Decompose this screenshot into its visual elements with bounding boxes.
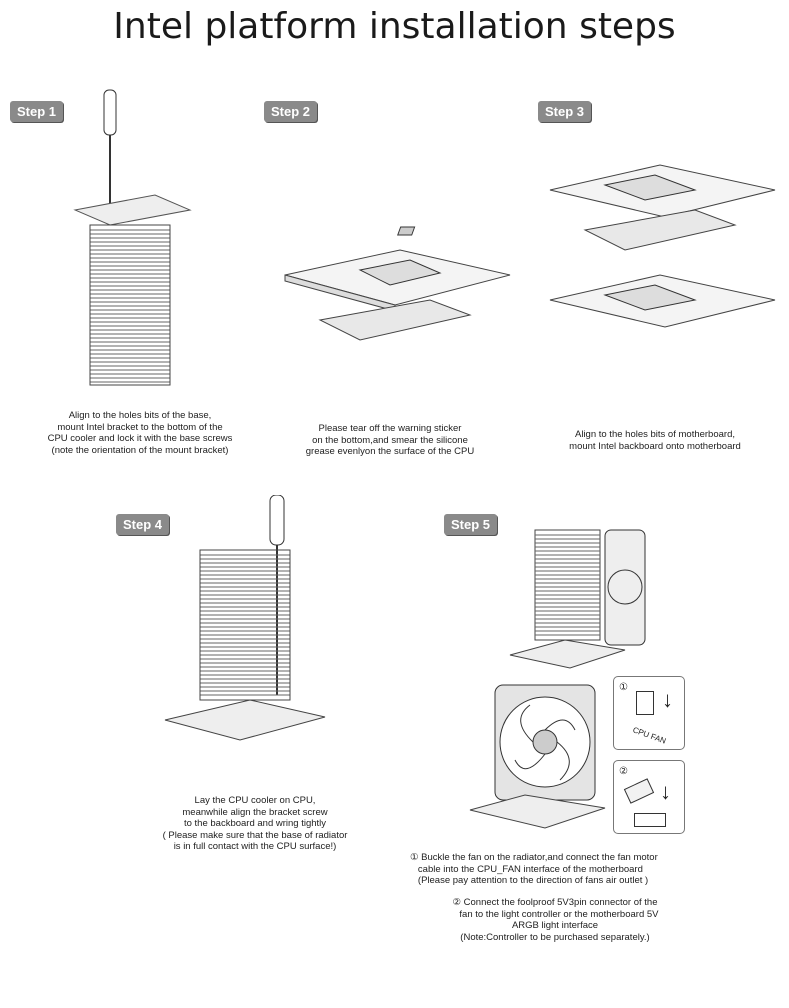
step-5-illustration-bottom	[469, 684, 606, 829]
step-3-caption: Align to the holes bits of motherboard, …	[569, 429, 741, 452]
step-4-illustration	[164, 495, 326, 741]
step-2-badge: Step 2	[264, 101, 318, 122]
down-arrow-icon: ↓	[662, 687, 673, 712]
step-1-illustration	[73, 89, 192, 386]
step-3-badge: Step 3	[538, 101, 592, 122]
step-1-caption: Align to the holes bits of the base, mou…	[47, 410, 233, 456]
cpu-fan-label: CPU FAN	[631, 725, 668, 746]
step-5-illustration-top	[509, 529, 646, 669]
inset-1-number: ①	[619, 682, 628, 693]
pin-header-icon	[634, 813, 666, 827]
connector-icon	[636, 691, 654, 715]
step-5-caption-1: ① Buckle the fan on the radiator,and con…	[410, 852, 658, 886]
step-1-badge: Step 1	[10, 101, 64, 122]
page-title: Intel platform installation steps	[113, 6, 676, 47]
step-4-badge: Step 4	[116, 514, 170, 535]
inset-2-number: ②	[619, 766, 628, 777]
cpu-fan-connector-inset: ① ↓ CPU FAN	[613, 676, 685, 750]
step-5-badge: Step 5	[444, 514, 498, 535]
argb-connector-inset: ② ↓	[613, 760, 685, 834]
argb-connector-icon	[623, 778, 655, 804]
step-3-illustration	[549, 164, 776, 328]
step-4-caption: Lay the CPU cooler on CPU, meanwhile ali…	[162, 795, 348, 852]
step-2-caption: Please tear off the warning sticker on t…	[305, 423, 475, 457]
down-arrow-icon: ↓	[660, 779, 671, 804]
step-2-illustration	[284, 226, 511, 341]
step-5-caption-2: ② Connect the foolproof 5V3pin connector…	[452, 897, 659, 943]
